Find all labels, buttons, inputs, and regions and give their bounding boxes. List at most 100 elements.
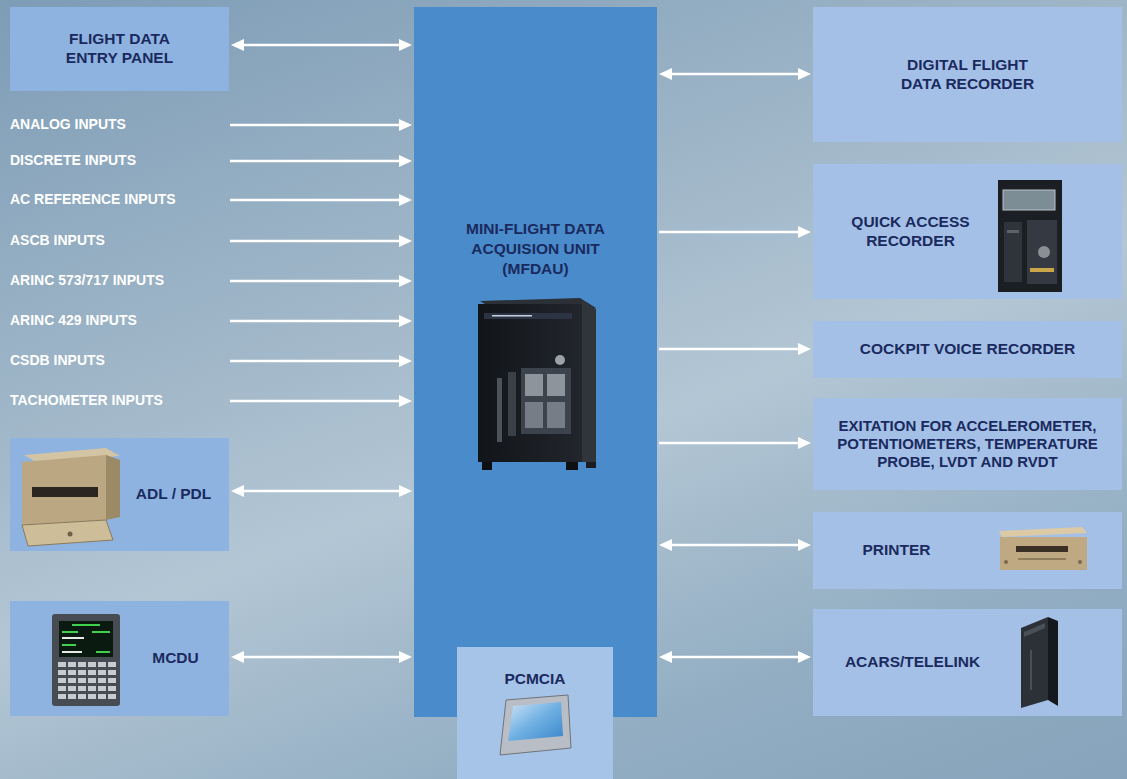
printer-line [1018, 558, 1066, 560]
connector-arrow [230, 395, 412, 407]
acars-highlight [1024, 623, 1045, 637]
box-label: PRINTER [862, 541, 930, 560]
input-text: ARINC 573/717 INPUTS [10, 272, 164, 289]
qar-slot [1004, 222, 1022, 282]
arrow-head [399, 395, 412, 407]
mcdu-screen [59, 621, 113, 657]
device-box: ADL / PDL [10, 438, 229, 551]
printer-front [1000, 537, 1087, 570]
adl-top [24, 448, 120, 463]
connector-line [242, 44, 401, 47]
connector-arrow [659, 437, 811, 449]
recorder-box: COCKPIT VOICE RECORDER [813, 321, 1122, 378]
output-box: EXITATION FOR ACCELEROMETER, POTENTIOMET… [813, 398, 1122, 490]
arrow-head [231, 485, 244, 497]
connector-line [242, 656, 401, 659]
device-box: ACARS/TELELINK [813, 609, 1122, 716]
qar-latch [1030, 268, 1054, 272]
adl-lid-knob [68, 532, 73, 537]
connector-arrow [231, 651, 412, 663]
unit-connector [525, 374, 543, 396]
mcdu-screen-line [92, 631, 110, 633]
unit-connector [547, 374, 565, 396]
input-label: ARINC 573/717 INPUTS [10, 269, 228, 293]
arrow-head [231, 39, 244, 51]
arrow-head [399, 235, 412, 247]
mcdu-screen-line [62, 631, 78, 633]
acars-front [1021, 617, 1048, 708]
connector-line [659, 348, 800, 351]
printer-screw [1078, 560, 1082, 564]
arrow-head [659, 651, 672, 663]
card-body [500, 695, 571, 755]
box-label: PCMCIA [504, 670, 565, 689]
printer-top [999, 527, 1087, 537]
input-label: AC REFERENCE INPUTS [10, 188, 228, 212]
printer-slot [1016, 546, 1068, 552]
adl-lid [22, 520, 113, 546]
connector-arrow [659, 539, 811, 551]
adl-side [106, 455, 120, 520]
connector-line [230, 280, 401, 283]
connector-arrow [230, 194, 412, 206]
unit-connector-bay [521, 368, 571, 434]
connector-arrow [230, 235, 412, 247]
unit-side [582, 300, 596, 462]
unit-foot [482, 462, 492, 470]
box-label: ACARS/TELELINK [845, 653, 980, 672]
mcdu-keypad [58, 662, 116, 699]
mcdu-bezel [52, 614, 120, 706]
box-label: EXITATION FOR ACCELEROMETER, POTENTIOMET… [817, 417, 1118, 472]
box-label: FLIGHT DATA ENTRY PANEL [50, 30, 190, 68]
adl-pdl-picture [22, 448, 120, 546]
adl-slot [32, 487, 98, 497]
arrow-head [231, 651, 244, 663]
panel-box: FLIGHT DATA ENTRY PANEL [10, 7, 229, 91]
card-slot-box: PCMCIA [457, 647, 613, 779]
input-label: TACHOMETER INPUTS [10, 389, 228, 413]
connector-arrow [230, 275, 412, 287]
arrow-head [399, 39, 412, 51]
device-box: MCDU [10, 601, 229, 716]
qar-picture [998, 180, 1062, 292]
arrow-head [659, 539, 672, 551]
arrow-head [798, 539, 811, 551]
connector-line [230, 360, 401, 363]
connector-line [670, 73, 800, 76]
arrow-head [798, 651, 811, 663]
arrow-head [399, 315, 412, 327]
connector-line [230, 124, 401, 127]
unit-front [478, 304, 582, 462]
connector-line [230, 400, 401, 403]
unit-label-mark [492, 315, 532, 317]
input-text: AC REFERENCE INPUTS [10, 191, 176, 208]
mcdu-picture [52, 614, 120, 706]
mcdu-screen-line [62, 644, 76, 646]
connector-line [230, 199, 401, 202]
unit-connector [525, 402, 543, 428]
mcdu-screen-line [62, 637, 84, 639]
connector-line [670, 544, 800, 547]
connector-arrow [659, 68, 811, 80]
input-text: DISCRETE INPUTS [10, 152, 136, 169]
arrow-head [399, 355, 412, 367]
connector-arrow [659, 226, 811, 238]
qar-panel [1027, 220, 1057, 284]
recorder-box: QUICK ACCESS RECORDER [813, 164, 1122, 299]
unit-foot [586, 462, 596, 468]
connector-line [242, 490, 401, 493]
arrow-head [399, 119, 412, 131]
acars-picture [1021, 617, 1058, 708]
box-label: QUICK ACCESS RECORDER [836, 213, 986, 251]
mfdau-unit-picture [478, 298, 596, 470]
qar-knob [1038, 246, 1050, 258]
card-label [508, 702, 563, 741]
pcmcia-card-picture [500, 695, 571, 755]
recorder-box: DIGITAL FLIGHT DATA RECORDER [813, 7, 1122, 142]
box-label: MINI-FLIGHT DATA ACQUISION UNIT (MFDAU) [441, 219, 631, 279]
unit-handle [508, 372, 516, 436]
input-label: CSDB INPUTS [10, 349, 228, 373]
arrow-head [399, 651, 412, 663]
arrow-head [798, 343, 811, 355]
